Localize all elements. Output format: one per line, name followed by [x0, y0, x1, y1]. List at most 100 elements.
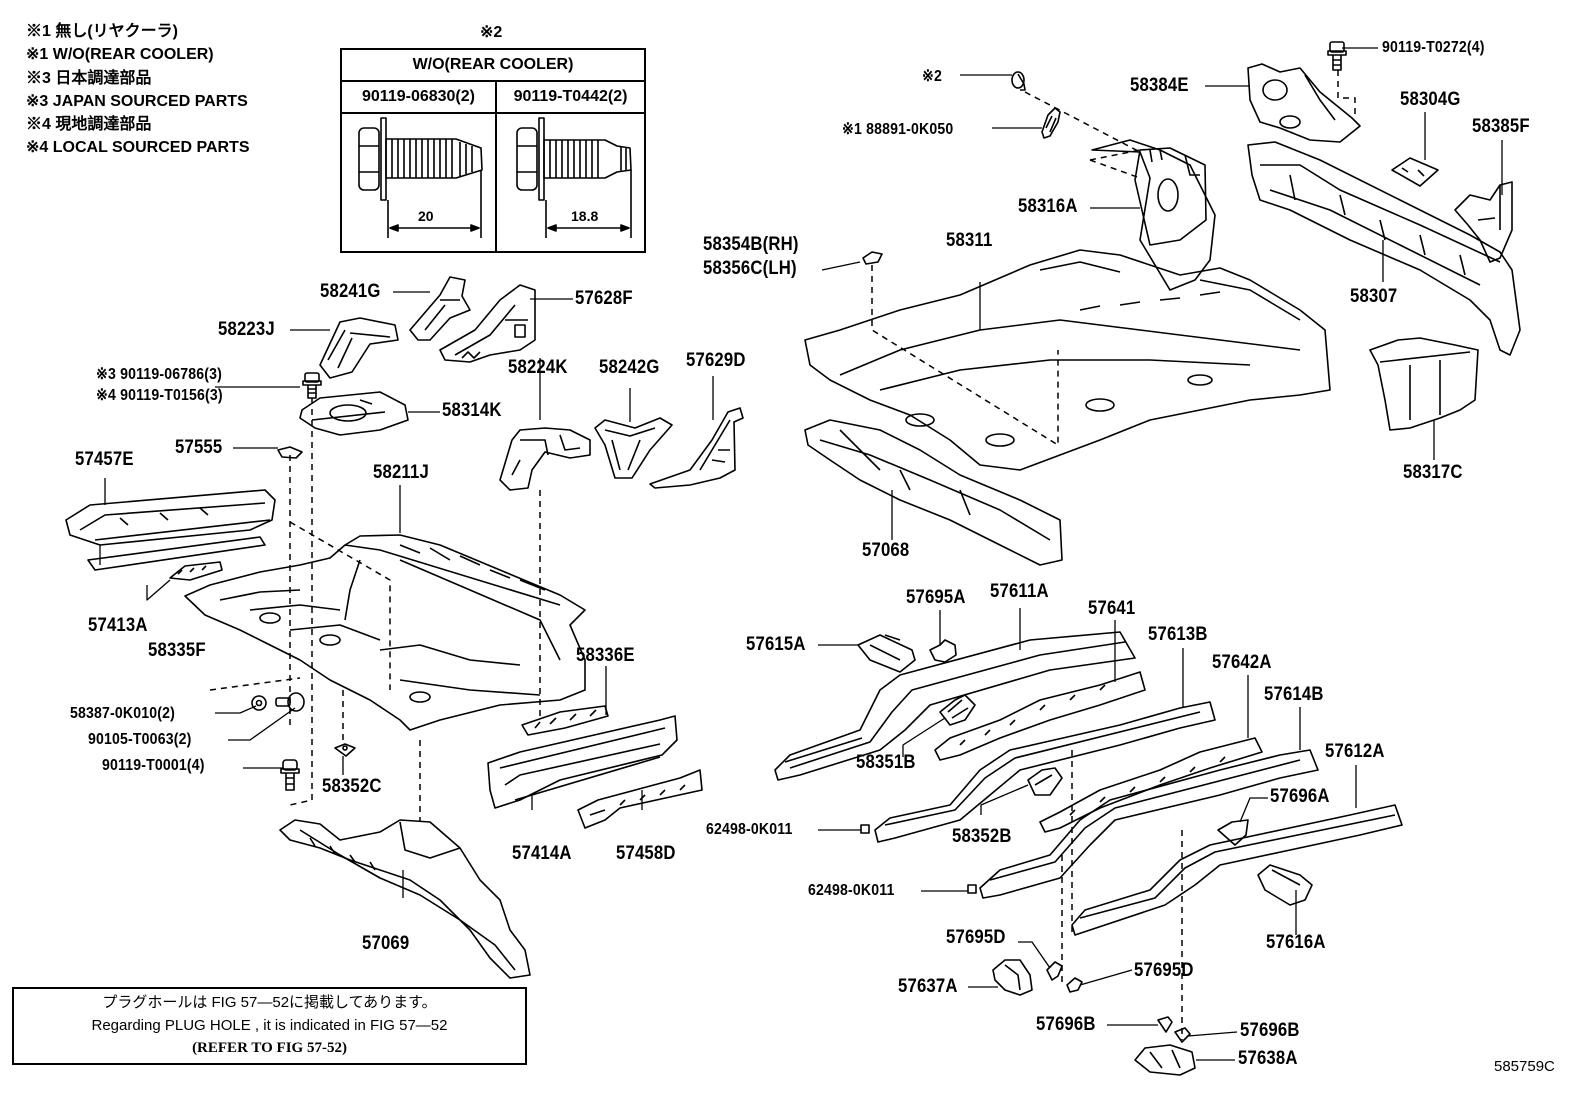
part-label-58241G[interactable]: 58241G: [320, 281, 381, 302]
part-label-90105-T0063[interactable]: 90105-T0063(2): [88, 731, 192, 748]
bolt-part-2[interactable]: 90119-T0442(2): [497, 82, 644, 114]
part-label-58385F[interactable]: 58385F: [1472, 116, 1530, 137]
part-label-58352C[interactable]: 58352C: [322, 776, 382, 797]
part-label-90119-T0272[interactable]: 90119-T0272(4): [1382, 39, 1485, 56]
part-label-90119-T0156[interactable]: ※4 90119-T0156(3): [96, 387, 223, 404]
part-label-58314K[interactable]: 58314K: [442, 400, 502, 421]
part-label-57695D-b[interactable]: 57695D: [1134, 960, 1194, 981]
part-label-58351B[interactable]: 58351B: [856, 752, 916, 773]
part-label-57629D[interactable]: 57629D: [686, 350, 746, 371]
part-58351B-drawing: [939, 694, 976, 726]
part-label-57641[interactable]: 57641: [1088, 598, 1136, 619]
part-label-58242G[interactable]: 58242G: [599, 357, 660, 378]
part-label-57642A[interactable]: 57642A: [1212, 652, 1272, 673]
part-58314K-drawing: [299, 391, 409, 436]
plug-hole-note-en: Regarding PLUG HOLE , it is indicated in…: [91, 1017, 448, 1034]
part-label-57695D-a[interactable]: 57695D: [946, 927, 1006, 948]
part-58384E-drawing: [1247, 63, 1361, 143]
footnote-legend: ※1 無し(リヤクーラ) ※1 W/O(REAR COOLER) ※3 日本調達…: [26, 20, 250, 160]
part-label-62498-0K011-a[interactable]: 62498-0K011: [706, 821, 793, 838]
part-label-57413A[interactable]: 57413A: [88, 615, 148, 636]
part-57695D-drawing-1: [1046, 961, 1063, 981]
plug-hole-note-refer[interactable]: (REFER TO FIG 57-52): [192, 1040, 347, 1056]
part-58352B-drawing: [1027, 767, 1063, 796]
part-label-58317C[interactable]: 58317C: [1403, 462, 1463, 483]
note-4-jp: ※4 現地調達部品: [26, 116, 152, 134]
part-57458D-drawing: [577, 769, 703, 829]
part-label-57458D[interactable]: 57458D: [616, 843, 676, 864]
part-label-58307[interactable]: 58307: [1350, 286, 1398, 307]
part-label-57414A[interactable]: 57414A: [512, 843, 572, 864]
part-58336E-drawing: [521, 705, 609, 736]
assembly-dash-lines: [209, 70, 1356, 1040]
part-57555-drawing: [277, 446, 303, 459]
part-58311-drawing: [804, 249, 1331, 471]
part-label-58356C-LH[interactable]: 58356C(LH): [703, 258, 797, 279]
part-58224K-drawing: [499, 427, 591, 491]
part-label-58224K[interactable]: 58224K: [508, 357, 568, 378]
part-57696B-drawing-1: [1157, 1016, 1173, 1033]
part-57638A-drawing: [1134, 1044, 1196, 1076]
part-label-58311[interactable]: 58311: [946, 230, 993, 251]
part-57612A-rail-drawing: [1071, 804, 1403, 936]
bolt-table-title: W/O(REAR COOLER): [342, 50, 644, 82]
bolt-illustration-18.8mm: [516, 117, 632, 238]
part-label-62498-0K011-b[interactable]: 62498-0K011: [808, 882, 895, 899]
part-label-57637A[interactable]: 57637A: [898, 976, 958, 997]
part-label-90119-06786[interactable]: ※3 90119-06786(3): [96, 366, 222, 383]
part-label-88891-0K050[interactable]: ※1 88891-0K050: [842, 121, 954, 138]
part-label-57614B[interactable]: 57614B: [1264, 684, 1324, 705]
part-57457E-drawing: [65, 489, 276, 571]
part-label-57638A[interactable]: 57638A: [1238, 1048, 1298, 1069]
clip-mark2-drawing: [1011, 71, 1026, 91]
part-58354B-clip-drawing: [862, 251, 883, 265]
part-label-58336E[interactable]: 58336E: [576, 645, 635, 666]
part-58335F-drawing: [169, 561, 223, 581]
plug-hole-note-jp: プラグホールは FIG 57—52に掲載してあります。: [102, 994, 437, 1011]
note-4-en: ※4 LOCAL SOURCED PARTS: [26, 139, 250, 157]
part-label-57628F[interactable]: 57628F: [575, 288, 633, 309]
part-label-57069[interactable]: 57069: [362, 933, 410, 954]
part-label-58316A[interactable]: 58316A: [1018, 196, 1078, 217]
note-1-en: ※1 W/O(REAR COOLER): [26, 46, 214, 64]
part-label-57613B[interactable]: 57613B: [1148, 624, 1208, 645]
part-label-57611A[interactable]: 57611A: [990, 581, 1049, 602]
part-label-57068[interactable]: 57068: [862, 540, 910, 561]
part-label-58335F[interactable]: 58335F: [148, 640, 206, 661]
part-label-57696B-a[interactable]: 57696B: [1036, 1014, 1096, 1035]
part-label-57616A[interactable]: 57616A: [1266, 932, 1326, 953]
part-57637A-drawing: [992, 959, 1033, 996]
part-58304G-drawing: [1391, 157, 1439, 187]
part-label-58387-0K010[interactable]: 58387-0K010(2): [70, 705, 176, 722]
part-label-57696A[interactable]: 57696A: [1270, 786, 1330, 807]
part-label-58354B-RH[interactable]: 58354B(RH): [703, 234, 799, 255]
part-label-90119-T0001[interactable]: 90119-T0001(4): [102, 757, 205, 774]
bolt-90119-T0272-drawing: [1327, 41, 1347, 71]
part-57611A-rail-drawing: [774, 631, 1136, 781]
part-58241G-drawing: [409, 276, 471, 341]
part-label-57615A[interactable]: 57615A: [746, 634, 806, 655]
part-label-57696B-b[interactable]: 57696B: [1240, 1020, 1300, 1041]
bolt-table-divider: [495, 82, 497, 251]
part-57641-drawing: [934, 671, 1146, 761]
part-label-58223J[interactable]: 58223J: [218, 319, 275, 340]
bolt-length-2: 18.8: [571, 208, 599, 224]
part-label-57555[interactable]: 57555: [175, 437, 223, 458]
part-label-58211J[interactable]: 58211J: [373, 462, 429, 483]
part-58317C-drawing: [1369, 337, 1479, 431]
bolt-part-1[interactable]: 90119-06830(2): [342, 82, 495, 114]
part-label-57457E[interactable]: 57457E: [75, 449, 134, 470]
part-label-58384E[interactable]: 58384E: [1130, 75, 1189, 96]
part-62498-0K011-drawing-2: [967, 884, 977, 894]
part-58352C-drawing: [334, 743, 356, 757]
part-label-mark2-clip[interactable]: ※2: [922, 68, 942, 85]
part-label-57695A[interactable]: 57695A: [906, 587, 966, 608]
part-label-58352B[interactable]: 58352B: [952, 826, 1012, 847]
part-57628F-drawing: [439, 284, 536, 363]
part-label-57612A[interactable]: 57612A: [1325, 741, 1385, 762]
leader-lines: [99, 47, 1503, 1061]
bolt-table: W/O(REAR COOLER) 90119-06830(2) 90119-T0…: [340, 48, 646, 253]
part-57695D-drawing-2: [1066, 977, 1083, 993]
part-label-58304G[interactable]: 58304G: [1400, 89, 1461, 110]
part-88891-0K050-drawing: [1041, 107, 1061, 139]
